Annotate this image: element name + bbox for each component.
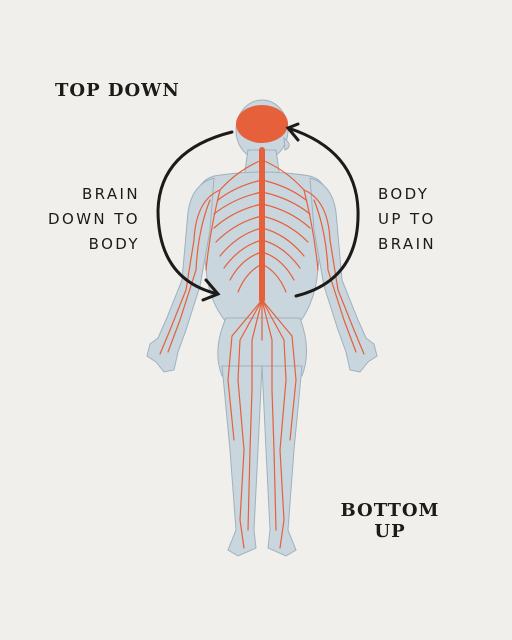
cycle-arrows [156,122,360,302]
body-up-to-brain-line-2: UP TO [378,210,436,228]
bottom-up-line-2: UP [374,521,406,542]
body-up-to-brain-label: BODY UP TO BRAIN [378,182,436,257]
body-up-to-brain-line-3: BRAIN [378,235,437,253]
top-down-label: TOP DOWN [55,80,180,101]
nerve-network [159,147,365,549]
brain-down-to-body-line-3: BODY [88,235,140,253]
right-up-arrow [286,126,360,298]
brain-down-to-body-label: BRAIN DOWN TO BODY [48,182,140,257]
bottom-up-line-1: BOTTOM [340,500,440,521]
left-down-arrowhead [201,278,221,302]
body-up-to-brain-line-1: BODY [378,185,430,203]
right-up-arrowhead [285,122,300,142]
brain-icon [236,105,288,143]
bottom-up-label: BOTTOM UP [340,500,440,542]
left-down-arrow [156,130,234,296]
human-body-silhouette [146,99,378,557]
brain-down-to-body-line-1: BRAIN [81,185,140,203]
brain-down-to-body-line-2: DOWN TO [48,210,140,228]
